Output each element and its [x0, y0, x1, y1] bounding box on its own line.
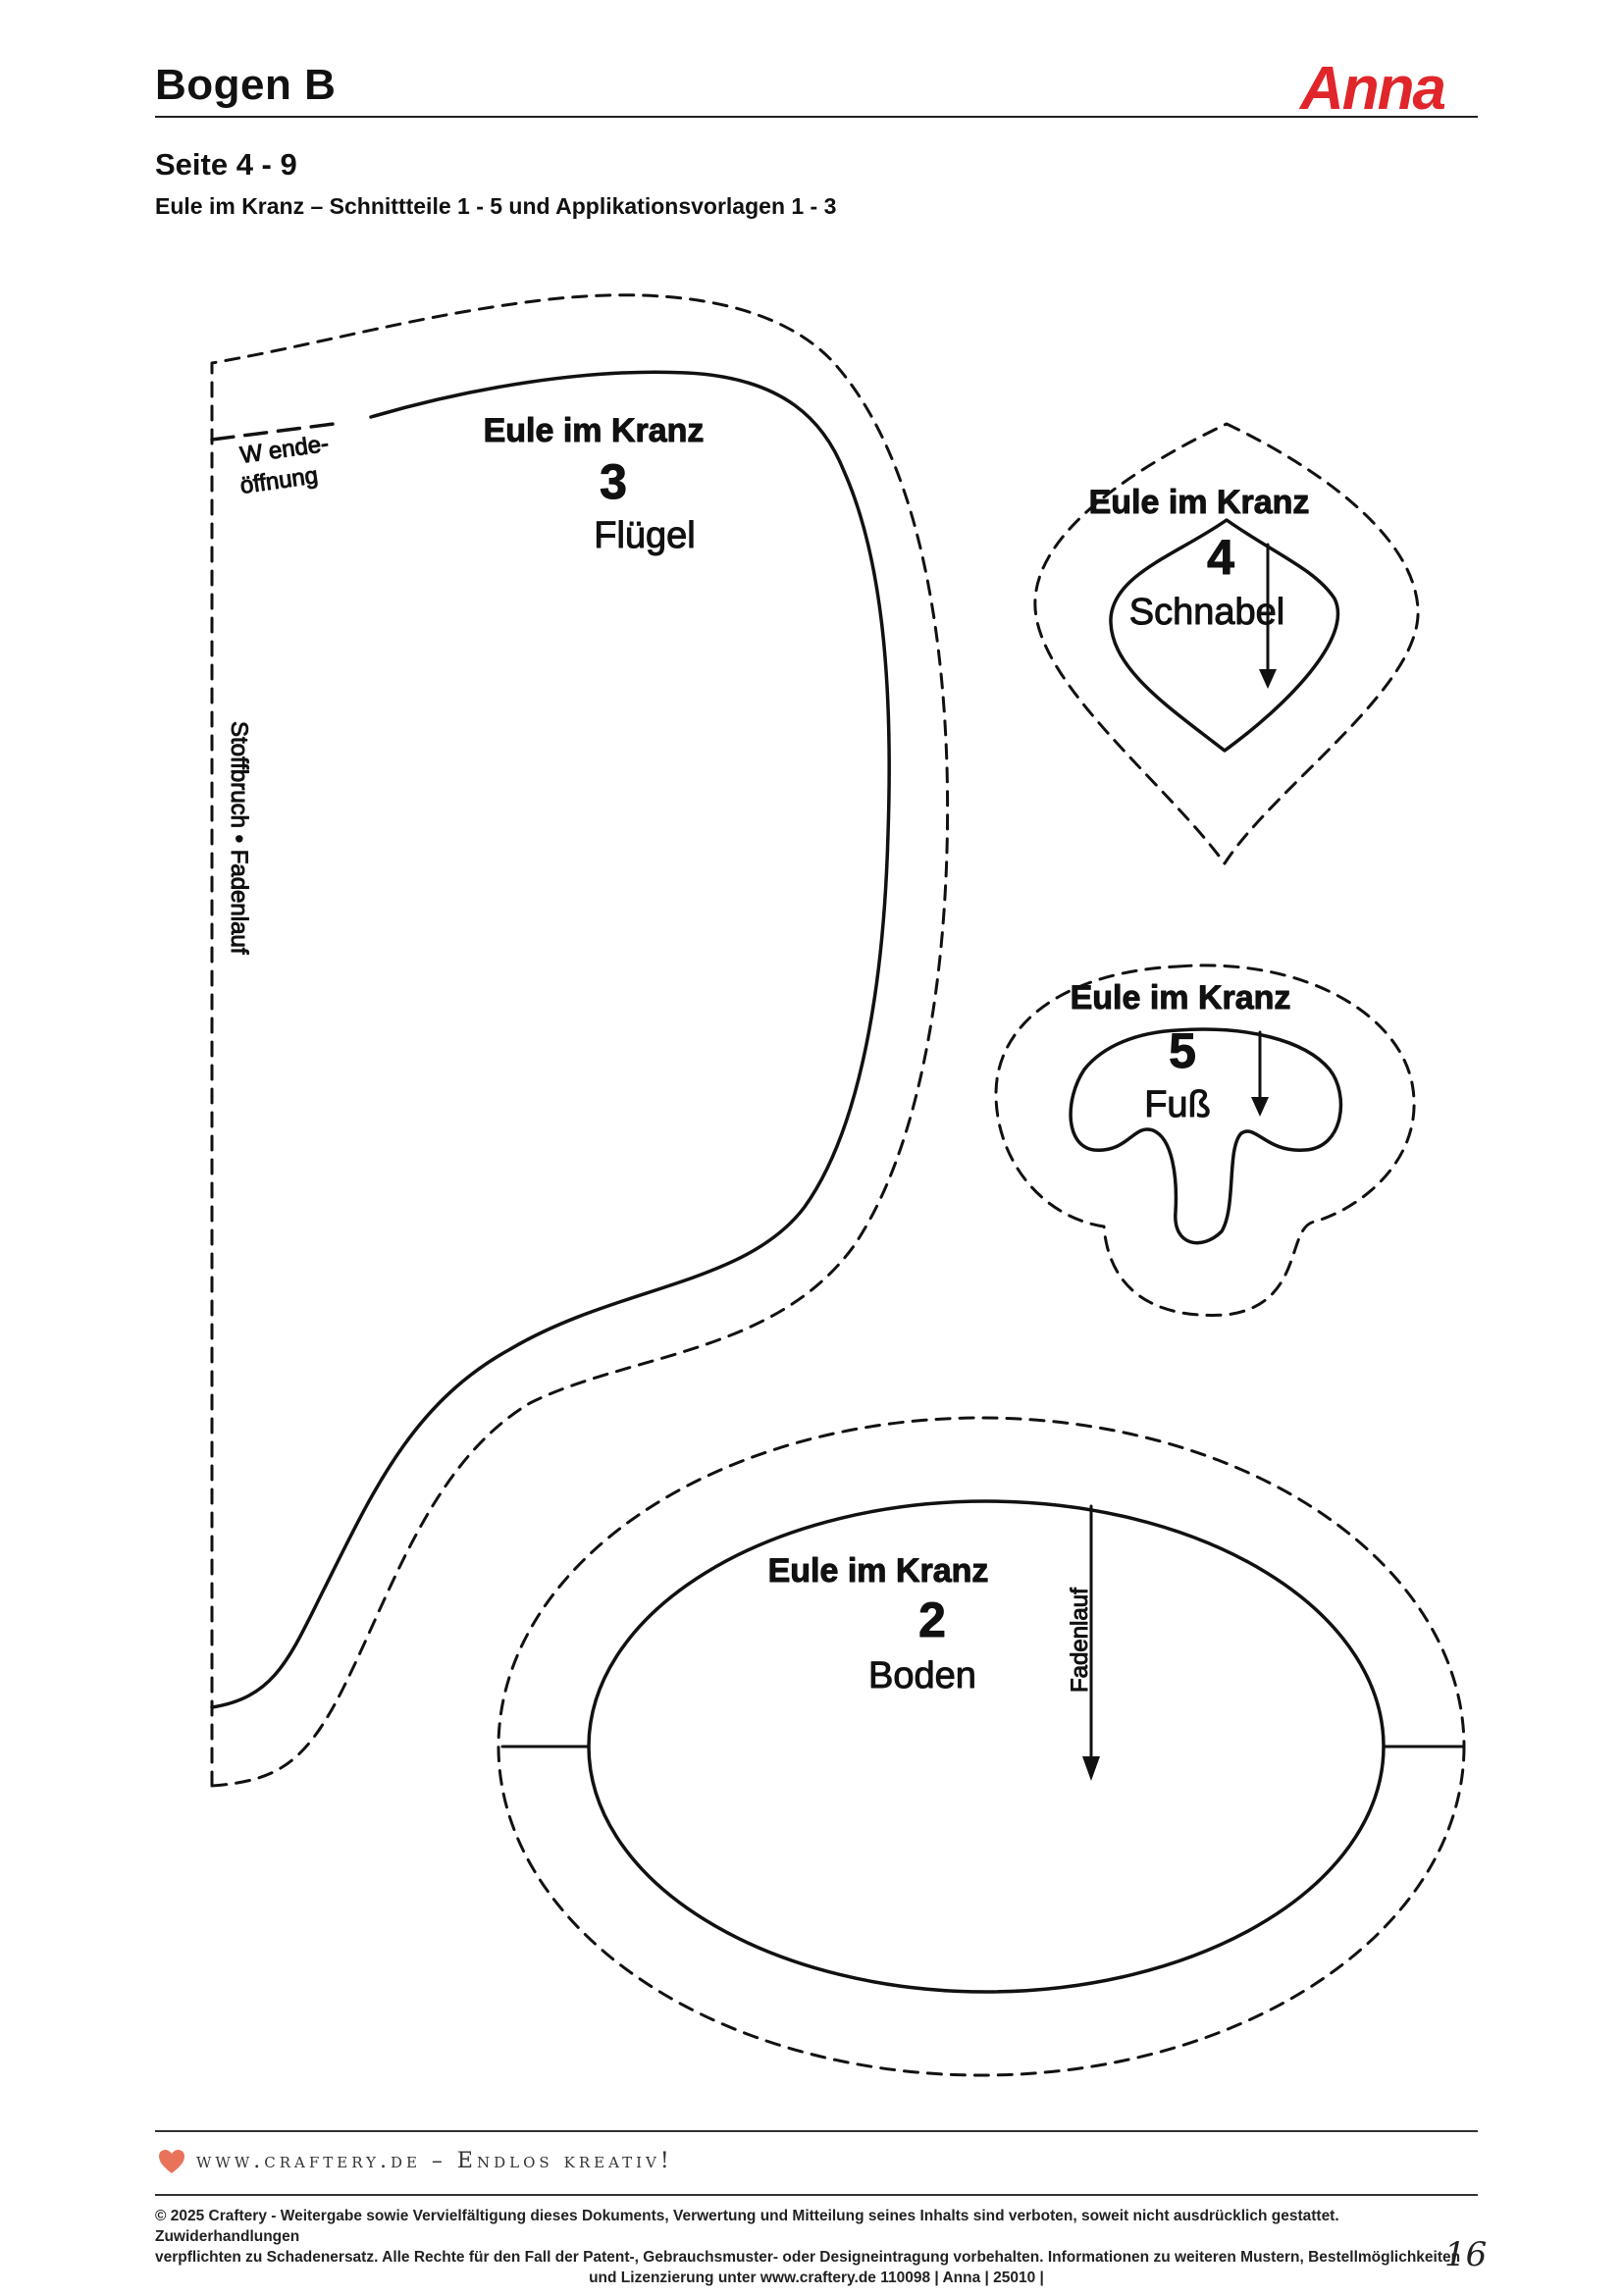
page-number: 16 [1444, 2235, 1488, 2274]
copyright-line-1: © 2025 Craftery - Weitergabe sowie Vervi… [155, 2208, 1339, 2245]
page-range: Seite 4 - 9 [155, 147, 297, 182]
foot-grain-arrowhead [1251, 1097, 1269, 1117]
base-grain-arrowhead [1082, 1756, 1100, 1781]
base-grain-label: Fadenlauf [1067, 1588, 1093, 1693]
beak-piece-name: Schnabel [1129, 592, 1284, 633]
wing-fold-label: Stoffbruch • Fadenlauf [226, 721, 252, 955]
base-seam-allowance [497, 1416, 1466, 2077]
beak-grain-arrowhead [1259, 669, 1277, 689]
footer-divider-bottom [155, 2194, 1478, 2196]
base-piece [497, 1416, 1466, 2077]
wing-opening-label-line1: W ende- [238, 431, 331, 469]
heart-icon [159, 2150, 184, 2173]
foot-piece [994, 964, 1416, 1317]
beak-seam-allowance [1033, 422, 1420, 865]
copyright-notice: © 2025 Craftery - Weitergabe sowie Vervi… [155, 2206, 1478, 2288]
wing-cut-line [210, 370, 891, 1709]
craftery-slogan[interactable]: www.craftery.de – Endlos kreativ! [196, 2149, 673, 2173]
foot-seam-allowance [994, 964, 1416, 1317]
foot-cut-line [1069, 1027, 1343, 1245]
header-divider [155, 116, 1478, 118]
brand-logo: Anna [1300, 55, 1446, 123]
base-piece-name: Boden [868, 1655, 976, 1696]
document-subtitle: Eule im Kranz – Schnittteile 1 - 5 und A… [155, 193, 837, 219]
foot-piece-name: Fuß [1144, 1084, 1211, 1125]
base-piece-number: 2 [918, 1592, 946, 1647]
beak-cut-line [1109, 518, 1340, 753]
foot-piece-number: 5 [1169, 1023, 1196, 1078]
wing-piece-title: Eule im Kranz [484, 412, 705, 449]
copyright-line-2: verpflichten zu Schadenersatz. Alle Rech… [155, 2249, 1461, 2266]
base-piece-title: Eule im Kranz [768, 1552, 989, 1590]
footer-divider-top [155, 2130, 1478, 2132]
wing-seam-allowance [210, 293, 950, 1788]
copyright-line-3: und Lizenzierung unter www.craftery.de 1… [589, 2270, 1044, 2286]
wing-piece [210, 293, 950, 1788]
beak-piece-number: 4 [1207, 530, 1234, 585]
wing-opening-label-line2: öffnung [238, 462, 320, 499]
foot-piece-title: Eule im Kranz [1071, 979, 1291, 1017]
beak-piece-title: Eule im Kranz [1089, 484, 1310, 521]
wing-piece-number: 3 [600, 454, 627, 509]
beak-piece [1033, 422, 1420, 865]
wing-piece-name: Flügel [594, 515, 696, 556]
sheet-title: Bogen B [155, 61, 337, 109]
wing-opening-marker [210, 422, 336, 442]
